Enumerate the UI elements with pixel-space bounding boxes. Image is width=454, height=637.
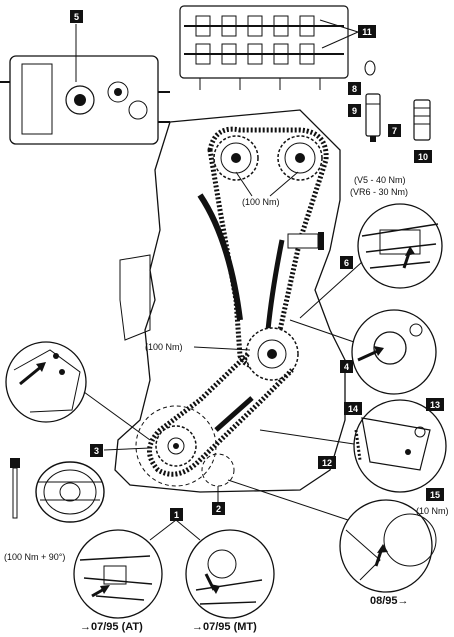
torque-tensioner-label: (100 Nm) xyxy=(145,342,183,352)
torque-damper-label: (100 Nm + 90°) xyxy=(4,552,65,562)
chain-guide-right xyxy=(265,239,285,331)
upper-timing-chain xyxy=(207,126,329,368)
svg-text:3: 3 xyxy=(94,446,99,456)
marking-detail-ring xyxy=(201,453,235,487)
badge-9: 9 xyxy=(348,104,361,117)
badge-11: 11 xyxy=(358,25,376,38)
badge-2: 2 xyxy=(212,502,225,515)
camshaft-sprocket-left xyxy=(213,135,259,181)
chain-guide-left xyxy=(197,193,243,321)
detail-circle-mt xyxy=(185,529,275,619)
svg-text:6: 6 xyxy=(344,258,349,268)
torque-15-label: (10 Nm) xyxy=(416,506,449,516)
detail-circle-4 xyxy=(351,309,437,395)
badge-7: 7 xyxy=(388,124,401,137)
svg-text:5: 5 xyxy=(74,12,79,22)
badge-6: 6 xyxy=(340,256,353,269)
badge-12: 12 xyxy=(318,456,336,469)
torque-camshaft-label: (100 Nm) xyxy=(242,197,280,207)
leader-11b xyxy=(321,31,359,49)
crank-bolt xyxy=(10,458,20,519)
engine-block-left-ledge xyxy=(119,254,151,341)
leader-tensioner xyxy=(259,429,355,445)
badge-8: 8 xyxy=(348,82,361,95)
engine-block-outline xyxy=(114,109,346,493)
leader-11a xyxy=(319,19,359,33)
leader-1b xyxy=(175,519,201,541)
svg-text:14: 14 xyxy=(348,404,358,414)
crankshaft-sprocket xyxy=(155,425,197,467)
leader-left xyxy=(83,391,151,441)
badge-10: 10 xyxy=(414,150,432,163)
detail-circle-0895 xyxy=(339,499,437,593)
leader-0895 xyxy=(227,479,349,521)
detail-circle-at xyxy=(73,529,163,619)
svg-text:10: 10 xyxy=(418,152,428,162)
badge-13: 13 xyxy=(426,398,444,411)
vibration-damper xyxy=(35,461,105,523)
badge-5: 5 xyxy=(70,10,83,23)
leader-1 xyxy=(149,519,177,541)
svg-text:4: 4 xyxy=(344,362,349,372)
leader-6 xyxy=(299,261,363,319)
svg-text:9: 9 xyxy=(352,106,357,116)
leader-4 xyxy=(289,319,355,343)
sensor-plug xyxy=(287,232,324,250)
detail-circle-tensioner xyxy=(353,399,447,493)
camshaft-sprocket-right xyxy=(277,135,323,181)
intermediate-sprocket xyxy=(245,327,299,381)
svg-text:13: 13 xyxy=(430,400,440,410)
crank-detail-ring xyxy=(135,405,217,487)
caption-mt: →07/95 (MT) xyxy=(192,621,257,633)
cylinder-head-cover xyxy=(0,55,170,145)
svg-text:15: 15 xyxy=(430,490,440,500)
svg-text:1: 1 xyxy=(174,510,179,520)
svg-text:7: 7 xyxy=(392,126,397,136)
badge-15: 15 xyxy=(426,488,444,501)
camshaft-assembly xyxy=(179,5,349,90)
lower-chain-guide xyxy=(214,396,254,432)
torque-vs-row1: (V5 - 40 Nm) xyxy=(354,175,406,185)
leader-cam-torque-b xyxy=(269,171,299,197)
leader-cam-torque-a xyxy=(235,171,253,197)
lower-timing-chain xyxy=(147,352,294,477)
oil-seal-tool xyxy=(364,60,381,142)
badge-1: 1 xyxy=(170,508,183,521)
detail-circle-6 xyxy=(357,203,443,289)
torque-vs-row2: (VR6 - 30 Nm) xyxy=(350,187,408,197)
svg-text:11: 11 xyxy=(362,27,372,37)
leader-3 xyxy=(103,447,151,451)
badge-3: 3 xyxy=(90,444,103,457)
caption-at: →07/95 (AT) xyxy=(80,621,143,633)
bolt-item-10 xyxy=(413,99,431,141)
detail-circle-left xyxy=(5,341,87,423)
svg-text:8: 8 xyxy=(352,84,357,94)
leader-tensioner-torque xyxy=(193,346,251,351)
badge-4: 4 xyxy=(340,360,353,373)
svg-text:12: 12 xyxy=(322,458,332,468)
svg-text:2: 2 xyxy=(216,504,221,514)
caption-0895: 08/95→ xyxy=(370,595,409,607)
badge-14: 14 xyxy=(344,402,362,415)
